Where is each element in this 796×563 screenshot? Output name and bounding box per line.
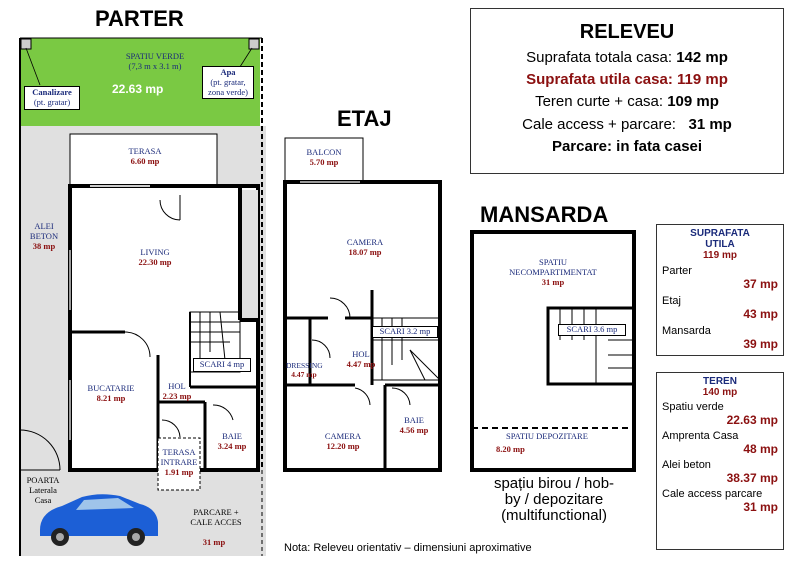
- room-terasa: TERASA 6.60 mp: [128, 146, 162, 166]
- teren-title: TEREN: [703, 376, 737, 387]
- panel-row-value: 38.37 mp: [726, 471, 778, 485]
- panel-row-value: 43 mp: [743, 307, 778, 321]
- panel-row-value: 22.63 mp: [726, 413, 778, 427]
- room-camera-2: CAMERA 12.20 mp: [324, 431, 362, 451]
- label-parcare: PARCARE + CALE ACCES: [190, 507, 242, 527]
- panel-row-label: Alei beton: [662, 459, 711, 471]
- releveu-title: RELEVEU: [579, 21, 675, 43]
- room-alei-beton: ALEI BETON 38 mp: [29, 221, 59, 251]
- title-mansarda: MANSARDA: [480, 202, 609, 227]
- suprafata-utila-panel: SUPRAFATA UTILA 119 mp Parter 37 mp Etaj 43…: [656, 224, 784, 356]
- suprafata-utila-total: 119 mp: [703, 250, 737, 261]
- room-balcon: BALCON 5.70 mp: [306, 147, 342, 167]
- room-terasa-intrare: TERASA INTRARE 1.91 mp: [160, 447, 198, 477]
- room-camera-1: CAMERA 18.07 mp: [346, 237, 384, 257]
- releveu-line-teren: Teren curte + casa: 109 mp: [535, 93, 719, 110]
- panel-row-label: Amprenta Casa: [662, 430, 739, 442]
- room-baie-parter: BAIE 3.24 mp: [217, 431, 247, 451]
- panel-row: Amprenta Casa 48 mp: [657, 430, 783, 456]
- label-poarta: POARTA Laterala Casa: [26, 475, 60, 505]
- label-apa: Apa (pt. gratar, zona verde): [202, 66, 254, 100]
- room-hol-parter: HOL 2.23 mp: [162, 381, 192, 401]
- room-hol-etaj: HOL 4.47 mp: [346, 349, 376, 369]
- panel-row: Parter 37 mp: [657, 265, 783, 291]
- suprafata-utila-subtitle: UTILA: [705, 239, 735, 250]
- suprafata-utila-title: SUPRAFATA: [690, 228, 750, 239]
- room-spatiu-depozitare: SPATIU DEPOZITARE 8.20 mp: [496, 431, 588, 454]
- releveu-line-total: Suprafata totala casa: 142 mp: [526, 49, 728, 66]
- releveu-line-parcare: Parcare: in fata casei: [551, 138, 703, 155]
- panel-row-label: Etaj: [662, 295, 681, 307]
- room-baie-etaj: BAIE 4.56 mp: [399, 415, 429, 435]
- room-scari-etaj: SCARI 3.2 mp: [372, 326, 438, 338]
- panel-row-label: Parter: [662, 265, 692, 277]
- panel-row-value: 39 mp: [743, 337, 778, 351]
- releveu-summary-box: RELEVEU Suprafata totala casa: 142 mp Su…: [470, 8, 784, 174]
- title-etaj: ETAJ: [337, 106, 392, 131]
- room-scari-parter: SCARI 4 mp: [193, 358, 251, 372]
- releveu-line-cale: Cale access + parcare: 31 mp: [522, 116, 732, 133]
- room-scari-mansarda: SCARI 3.6 mp: [558, 324, 626, 336]
- panel-row-value: 48 mp: [743, 442, 778, 456]
- room-dressing: DRESSING 4.47 mp: [286, 361, 323, 379]
- mansarda-usage-text: spațiu birou / hob- by / depozitare (mul…: [493, 475, 615, 524]
- teren-total: 140 mp: [702, 387, 738, 398]
- releveu-line-utila: Suprafata utila casa: 119 mp: [526, 71, 728, 88]
- panel-row: Etaj 43 mp: [657, 295, 783, 321]
- room-bucatarie: BUCATARIE 8.21 mp: [87, 383, 135, 403]
- label-canalizare: Canalizare (pt. gratar): [24, 86, 80, 110]
- panel-row: Mansarda 39 mp: [657, 325, 783, 351]
- panel-row-label: Cale access parcare: [662, 488, 763, 500]
- panel-row-value: 31 mp: [743, 500, 778, 514]
- panel-row-label: Spatiu verde: [662, 401, 724, 413]
- room-living: LIVING 22.30 mp: [138, 247, 172, 267]
- note-text: Nota: Releveu orientativ – dimensiuni ap…: [284, 542, 532, 554]
- panel-row-label: Mansarda: [662, 325, 711, 337]
- suprafata-utila-rows: Parter 37 mp Etaj 43 mp Mansarda 39 mp: [657, 265, 783, 351]
- panel-row-value: 37 mp: [743, 277, 778, 291]
- parcare-area: 31 mp: [202, 537, 226, 547]
- car-illustration: [40, 494, 158, 546]
- title-parter: PARTER: [95, 6, 184, 31]
- panel-row: Alei beton 38.37 mp: [657, 459, 783, 485]
- spatiu-verde-area: 22.63 mp: [112, 82, 164, 96]
- room-spatiu-verde: SPATIU VERDE (7,3 m x 3.1 m): [125, 51, 185, 71]
- room-spatiu-necompartimentat: SPATIU NECOMPARTIMENTAT 31 mp: [509, 257, 597, 287]
